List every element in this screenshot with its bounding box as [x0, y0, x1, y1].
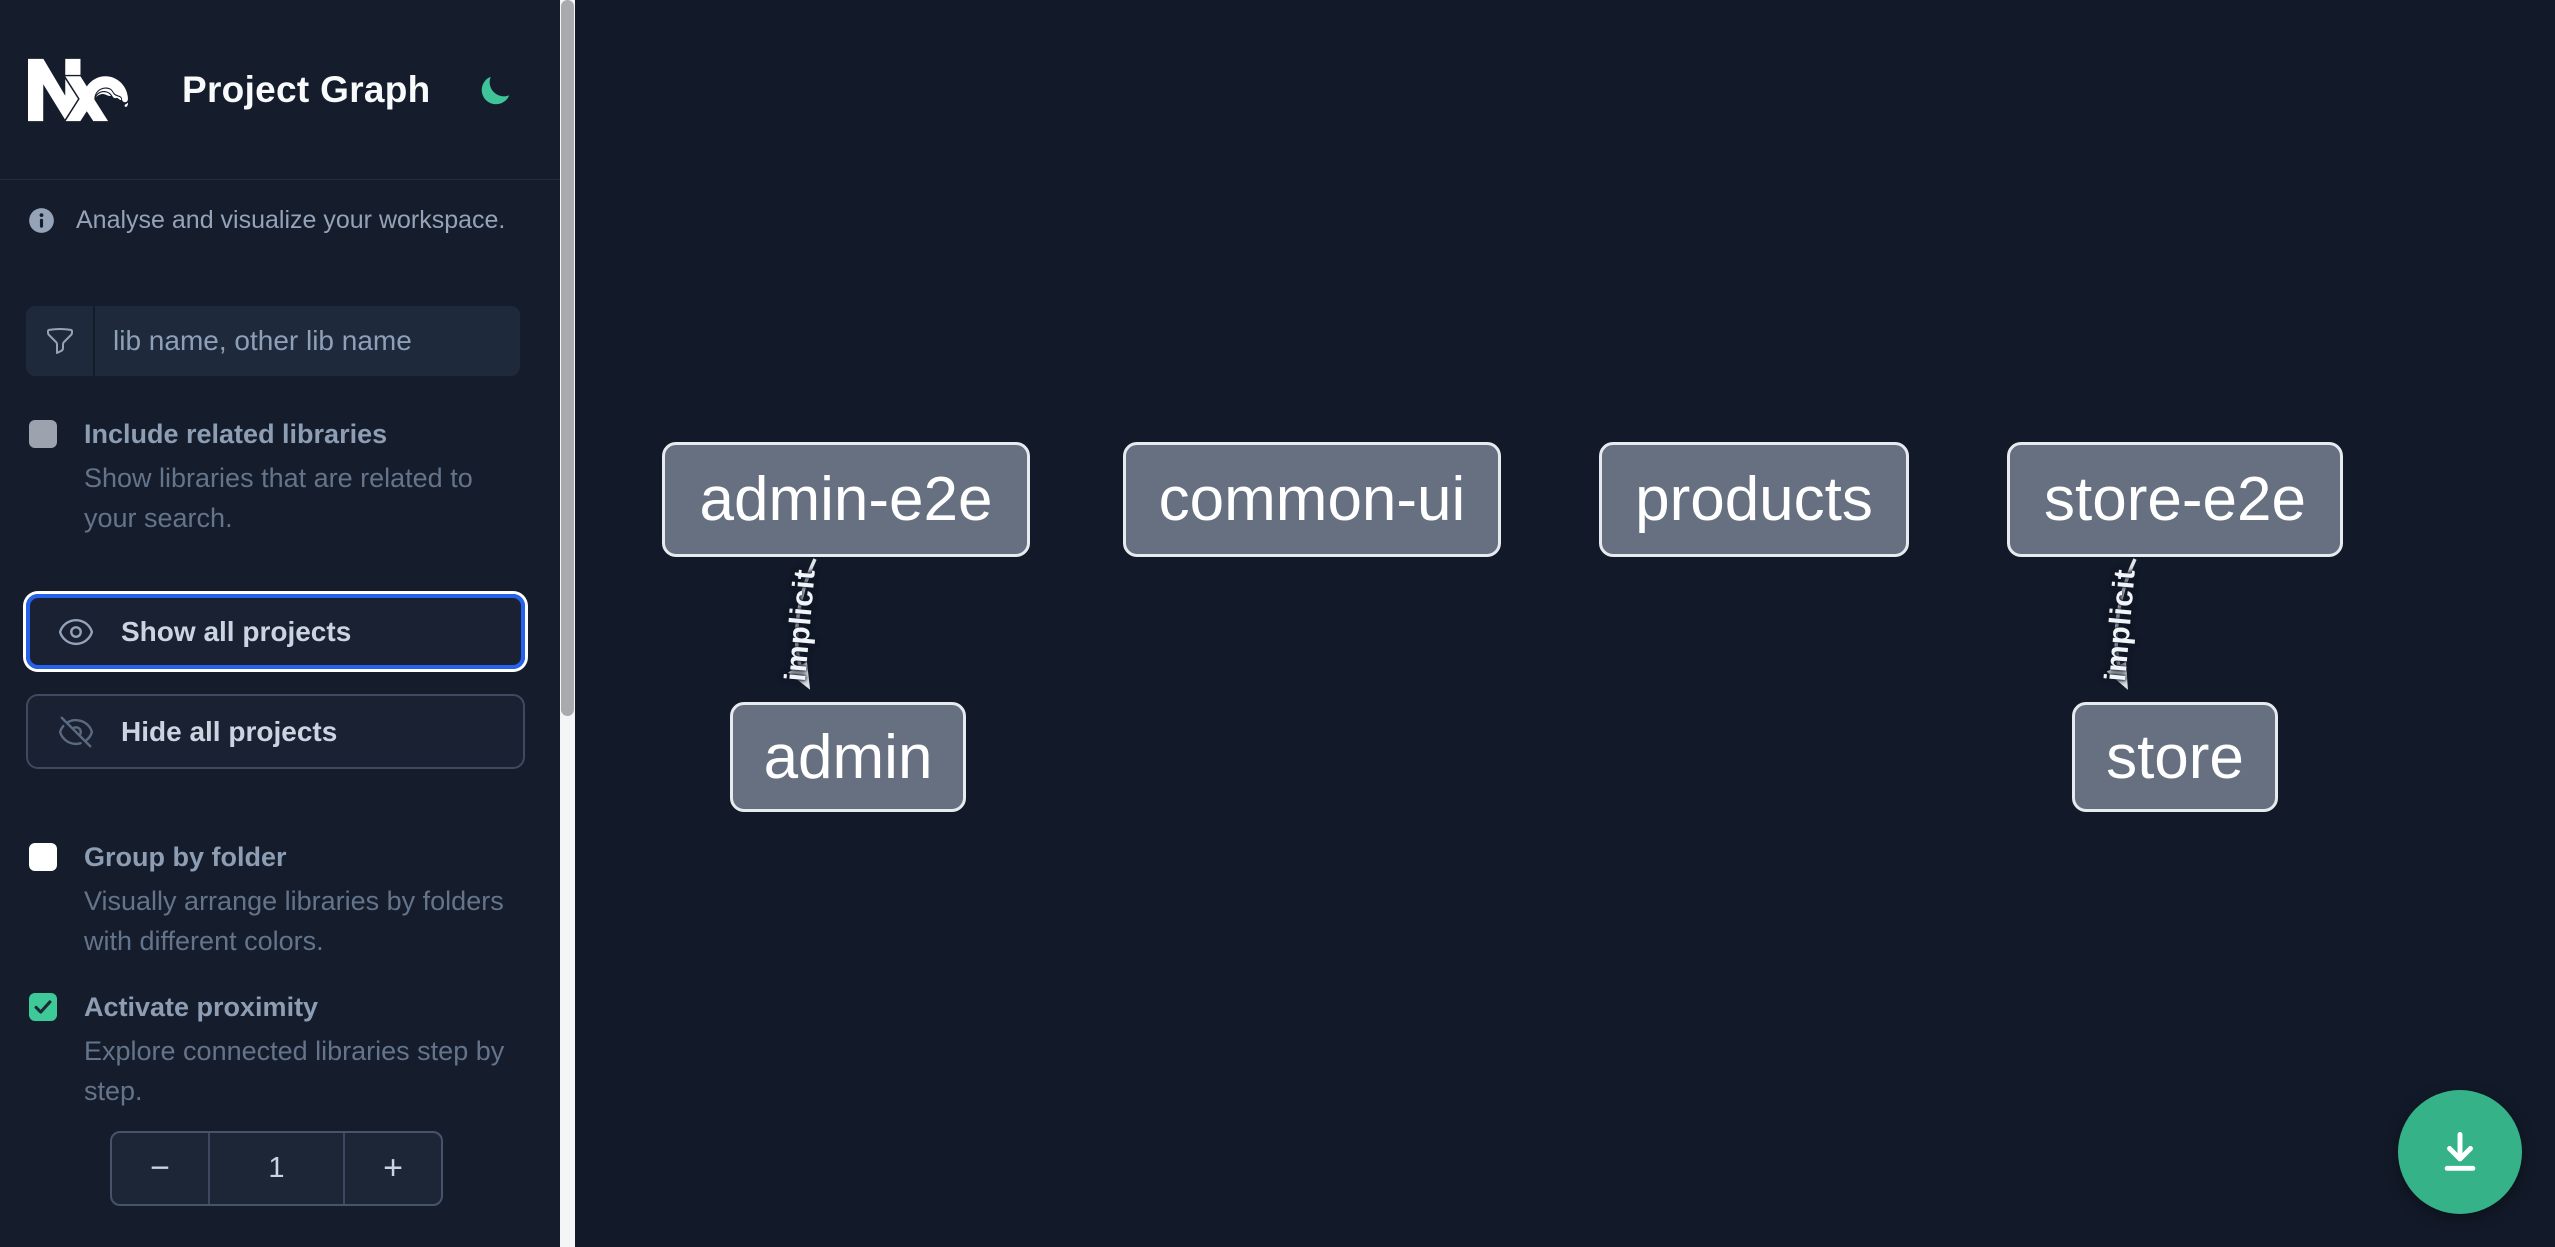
sidebar-scrollbar-thumb[interactable]	[561, 0, 574, 716]
activate-proximity-label[interactable]: Activate proximity	[84, 992, 319, 1022]
workspace-intro: Analyse and visualize your workspace.	[28, 206, 532, 235]
include-related-label[interactable]: Include related libraries	[84, 419, 388, 449]
checkmark-icon	[34, 1000, 52, 1014]
group-by-folder-description: Visually arrange libraries by folders wi…	[84, 886, 504, 956]
proximity-value: 1	[208, 1133, 345, 1204]
page-title: Project Graph	[182, 68, 431, 110]
download-icon	[2444, 1132, 2476, 1171]
activate-proximity-description: Explore connected libraries step by step…	[84, 1036, 505, 1106]
sidebar-header: Project Graph	[0, 0, 560, 180]
group-by-folder-checkbox[interactable]	[29, 843, 57, 871]
sidebar: Project Graph Analyse and visualize your…	[0, 0, 560, 1247]
download-image-button[interactable]	[2398, 1090, 2522, 1214]
activate-proximity-option: Activate proximity Explore connected lib…	[29, 991, 524, 1111]
dependency-edges	[788, 558, 2137, 690]
intro-text: Analyse and visualize your workspace.	[76, 206, 506, 234]
group-by-folder-label[interactable]: Group by folder	[84, 842, 287, 872]
graph-node-common-ui[interactable]: common-ui	[1123, 442, 1501, 557]
info-icon	[29, 208, 54, 233]
proximity-stepper: − 1 +	[110, 1131, 443, 1206]
sidebar-scrollbar-track[interactable]	[560, 0, 575, 1247]
show-all-projects-button[interactable]: Show all projects	[26, 594, 525, 669]
increment-button[interactable]: +	[383, 1149, 403, 1187]
graph-node-store-e2e[interactable]: store-e2e	[2007, 442, 2343, 557]
edge-admin-e2e-to-admin	[788, 558, 817, 690]
include-related-description: Show libraries that are related to your …	[84, 463, 473, 533]
moon-icon[interactable]	[477, 71, 515, 109]
include-related-option: Include related libraries Show libraries…	[29, 418, 524, 538]
graph-node-admin-e2e[interactable]: admin-e2e	[662, 442, 1030, 557]
show-all-projects-label: Show all projects	[121, 615, 352, 647]
funnel-icon	[26, 306, 95, 376]
search-box	[26, 306, 520, 376]
nx-logo-icon	[28, 58, 128, 121]
eye-icon	[58, 618, 94, 645]
hide-all-projects-label: Hide all projects	[121, 715, 338, 747]
graph-node-store[interactable]: store	[2072, 702, 2278, 812]
graph-node-products[interactable]: products	[1599, 442, 1909, 557]
edge-store-e2e-to-store	[2106, 558, 2137, 690]
hide-all-projects-button[interactable]: Hide all projects	[26, 694, 525, 769]
eye-slash-icon	[58, 716, 94, 747]
include-related-checkbox[interactable]	[29, 420, 57, 448]
filter-input[interactable]	[95, 306, 520, 376]
activate-proximity-checkbox[interactable]	[29, 993, 57, 1021]
group-by-folder-option: Group by folder Visually arrange librari…	[29, 841, 524, 961]
project-graph-canvas[interactable]: implicit implicit admin-e2e common-ui pr…	[575, 0, 2555, 1247]
decrement-button[interactable]: −	[150, 1149, 170, 1187]
graph-node-admin[interactable]: admin	[730, 702, 966, 812]
